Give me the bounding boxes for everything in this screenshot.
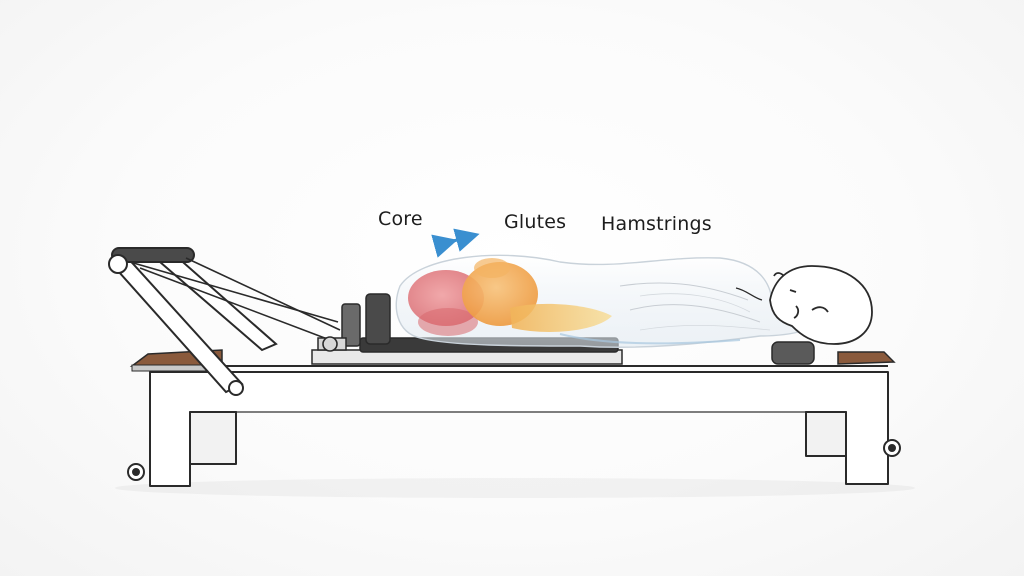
head-platform bbox=[771, 341, 896, 365]
hamstring-muscle bbox=[510, 303, 612, 332]
hamstrings-label: Hamstrings bbox=[601, 213, 712, 235]
reformer-frame bbox=[127, 365, 901, 487]
body-figure bbox=[395, 254, 873, 348]
double-headed-arrow-icon bbox=[431, 228, 480, 258]
core-label: Core bbox=[378, 208, 423, 230]
glutes-label: Glutes bbox=[504, 211, 567, 233]
ropes bbox=[129, 257, 341, 352]
ground-shadow bbox=[115, 478, 915, 498]
core-muscle-lower bbox=[418, 308, 478, 336]
glute-muscle-top bbox=[474, 258, 510, 278]
foot-bar bbox=[108, 247, 278, 396]
head bbox=[769, 265, 873, 345]
